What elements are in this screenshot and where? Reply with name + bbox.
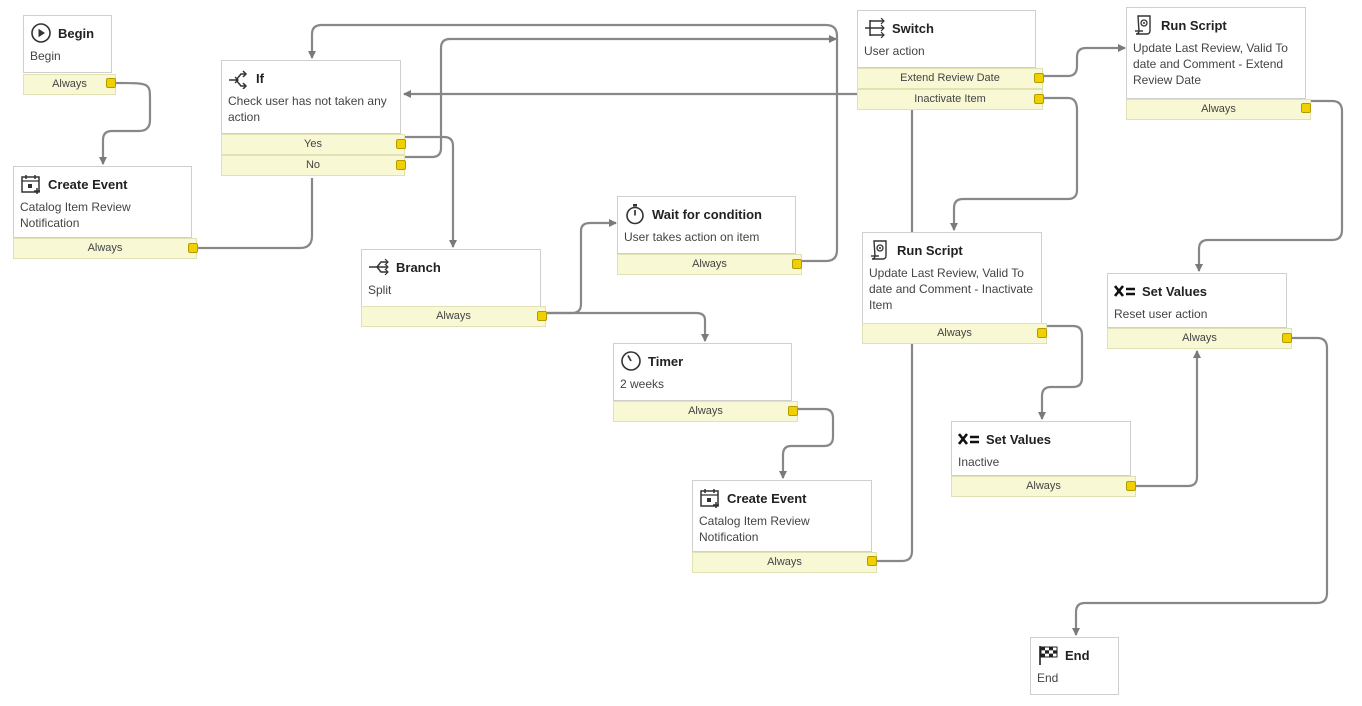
condition-no[interactable]: No — [221, 155, 405, 176]
if-branch-icon — [228, 67, 250, 89]
wire-run-script-2-to-set-values-2 — [1038, 324, 1084, 420]
node-description: Check user has not taken any action — [228, 94, 387, 124]
node-create-event[interactable]: Create Event Catalog Item Review Notific… — [13, 166, 192, 238]
script-icon — [869, 239, 891, 261]
node-timer[interactable]: Timer 2 weeks — [613, 343, 792, 401]
node-description: End — [1037, 671, 1059, 685]
node-title: Set Values — [1142, 283, 1208, 299]
wire-inactivate-to-run-script — [950, 96, 1079, 231]
condition-always[interactable]: Always — [23, 74, 116, 95]
output-port[interactable] — [537, 311, 547, 321]
node-create-event[interactable]: Create Event Catalog Item Review Notific… — [692, 480, 872, 552]
node-description: User action — [864, 44, 925, 58]
condition-always[interactable]: Always — [862, 323, 1047, 344]
node-run-script[interactable]: Run Script Update Last Review, Valid To … — [862, 232, 1042, 324]
node-description: Catalog Item Review Notification — [699, 514, 810, 544]
condition-always[interactable]: Always — [617, 254, 802, 275]
wire-create-event-to-if — [198, 178, 314, 250]
output-port[interactable] — [1282, 333, 1292, 343]
condition-always[interactable]: Always — [692, 552, 877, 573]
condition-inactivate-item[interactable]: Inactivate Item — [857, 89, 1043, 110]
node-title: End — [1065, 647, 1090, 663]
set-values-icon — [958, 428, 980, 450]
condition-always[interactable]: Always — [361, 306, 546, 327]
branch-icon — [368, 256, 390, 278]
wire-create-event-2-to-if — [877, 110, 914, 563]
output-port[interactable] — [792, 259, 802, 269]
node-title: Switch — [892, 20, 934, 36]
wire-run-script-to-set-values — [1195, 99, 1344, 272]
condition-always[interactable]: Always — [13, 238, 197, 259]
wire-branch-to-timer — [546, 311, 709, 342]
node-title: Create Event — [48, 176, 128, 192]
output-port[interactable] — [1126, 481, 1136, 491]
node-title: Run Script — [897, 242, 963, 258]
condition-always[interactable]: Always — [1126, 99, 1311, 120]
wire-set-values-to-end — [1072, 336, 1329, 636]
script-icon — [1133, 14, 1155, 36]
node-branch[interactable]: Branch Split — [361, 249, 541, 307]
node-description: Inactive — [958, 455, 1000, 469]
node-description: Update Last Review, Valid To date and Co… — [869, 266, 1034, 312]
node-set-values[interactable]: Set Values Inactive — [951, 421, 1131, 476]
node-description: 2 weeks — [620, 377, 665, 391]
node-title: Set Values — [986, 431, 1052, 447]
output-port[interactable] — [788, 406, 798, 416]
node-description: Split — [368, 283, 392, 297]
node-title: Create Event — [727, 490, 807, 506]
output-port[interactable] — [106, 78, 116, 88]
output-port-no[interactable] — [396, 160, 406, 170]
condition-always[interactable]: Always — [1107, 328, 1292, 349]
node-title: If — [256, 70, 264, 86]
condition-always[interactable]: Always — [951, 476, 1136, 497]
node-wait-for-condition[interactable]: Wait for condition User takes action on … — [617, 196, 796, 254]
node-description: User takes action on item — [624, 230, 760, 244]
output-port[interactable] — [1301, 103, 1311, 113]
node-if[interactable]: If Check user has not taken any action — [221, 60, 401, 134]
condition-always[interactable]: Always — [613, 401, 798, 422]
output-port-extend[interactable] — [1034, 73, 1044, 83]
checkered-flag-icon — [1037, 644, 1059, 666]
wire-branch-to-wait — [546, 219, 617, 315]
node-title: Wait for condition — [652, 206, 762, 222]
node-description: Reset user action — [1114, 307, 1208, 321]
calendar-icon — [20, 173, 42, 195]
wire-if-no-to-switch — [405, 35, 837, 159]
node-begin[interactable]: Begin Begin — [23, 15, 112, 73]
condition-extend-review-date[interactable]: Extend Review Date — [857, 68, 1043, 89]
output-port[interactable] — [1037, 328, 1047, 338]
wire-if-yes-to-branch — [405, 135, 457, 248]
set-values-icon — [1114, 280, 1136, 302]
wire-begin-to-create-event — [99, 81, 152, 165]
condition-yes[interactable]: Yes — [221, 134, 405, 155]
wire-wait-to-if — [308, 23, 839, 263]
node-title: Begin — [58, 25, 95, 41]
node-description: Catalog Item Review Notification — [20, 200, 131, 230]
stopwatch-icon — [624, 203, 646, 225]
calendar-icon — [699, 487, 721, 509]
node-description: Begin — [30, 49, 61, 63]
output-port-inactivate[interactable] — [1034, 94, 1044, 104]
wire-timer-to-create-event — [779, 407, 835, 479]
node-set-values[interactable]: Set Values Reset user action — [1107, 273, 1287, 328]
switch-icon — [864, 17, 886, 39]
output-port[interactable] — [188, 243, 198, 253]
node-title: Branch — [396, 259, 441, 275]
node-run-script[interactable]: Run Script Update Last Review, Valid To … — [1126, 7, 1306, 99]
node-title: Timer — [648, 353, 684, 369]
node-switch[interactable]: Switch User action — [857, 10, 1036, 68]
timer-icon — [620, 350, 642, 372]
node-description: Update Last Review, Valid To date and Co… — [1133, 41, 1288, 87]
play-icon — [30, 22, 52, 44]
node-title: Run Script — [1161, 17, 1227, 33]
output-port-yes[interactable] — [396, 139, 406, 149]
node-end[interactable]: End End — [1030, 637, 1119, 695]
wire-extend-to-run-script — [1043, 44, 1126, 78]
wire-set-values-2-to-set-values-1 — [1136, 350, 1201, 488]
output-port[interactable] — [867, 556, 877, 566]
